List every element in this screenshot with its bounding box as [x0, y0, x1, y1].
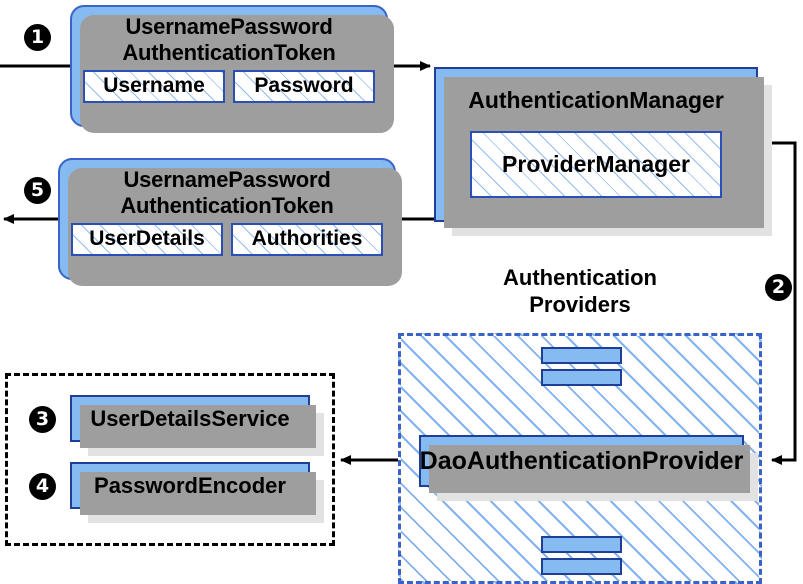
provider-placeholder-bar-2: [541, 369, 622, 386]
authentication-manager-box[interactable]: AuthenticationManager ProviderManager: [434, 67, 772, 236]
request-token-title-line1: UsernamePassword: [125, 14, 333, 39]
badge-3: 3: [29, 406, 56, 433]
dao-authentication-provider-box[interactable]: DaoAuthenticationProvider: [419, 435, 758, 501]
provider-placeholder-bar-3: [541, 536, 622, 553]
response-token-box[interactable]: UsernamePassword AuthenticationToken Use…: [58, 158, 402, 286]
badge-1: 1: [24, 24, 51, 51]
response-token-slots: UserDetails Authorities: [60, 219, 394, 265]
user-details-service-box[interactable]: UserDetailsService: [70, 395, 324, 456]
badge-5: 5: [24, 177, 51, 204]
authentication-manager-title: AuthenticationManager: [468, 87, 724, 113]
slot-userdetails[interactable]: UserDetails: [71, 223, 223, 256]
slot-authorities[interactable]: Authorities: [231, 223, 383, 256]
provider-placeholder-bar-4: [541, 558, 622, 575]
slot-username[interactable]: Username: [83, 70, 225, 103]
request-token-title-line2: AuthenticationToken: [122, 40, 336, 65]
authentication-providers-title-line1: Authentication: [503, 265, 657, 290]
provider-manager-box[interactable]: ProviderManager: [470, 131, 722, 198]
response-token-title-line1: UsernamePassword: [123, 167, 331, 192]
request-token-slots: Username Password: [72, 66, 386, 112]
request-token-box[interactable]: UsernamePassword AuthenticationToken Use…: [70, 5, 394, 133]
authentication-providers-title-line2: Providers: [529, 292, 631, 317]
password-encoder-box[interactable]: PasswordEncoder: [70, 462, 324, 523]
provider-placeholder-bar-1: [541, 347, 622, 364]
slot-password[interactable]: Password: [233, 70, 375, 103]
badge-2: 2: [765, 274, 792, 301]
response-token-title-line2: AuthenticationToken: [120, 193, 334, 218]
badge-4: 4: [29, 473, 56, 500]
authentication-providers-title: Authentication Providers: [455, 264, 705, 318]
request-token-title: UsernamePassword AuthenticationToken: [72, 7, 386, 66]
response-token-title: UsernamePassword AuthenticationToken: [60, 160, 394, 219]
